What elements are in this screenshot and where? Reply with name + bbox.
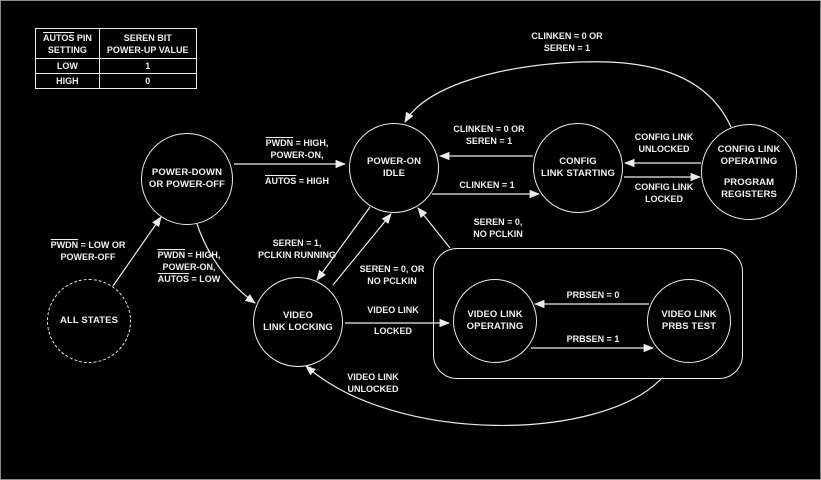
state-power-down-label-1: POWER-DOWN (151, 167, 223, 178)
state-power-on-idle: POWER-ON IDLE (349, 123, 439, 213)
arrow-power-down-to-locking (196, 223, 256, 304)
state-power-down-label-2: OR POWER-OFF (148, 179, 226, 190)
state-video-link-prbs-label-1: VIDEO LINK (661, 309, 717, 320)
state-config-link-starting-label-2: LINK STARTING (541, 168, 615, 179)
label-starting-to-cfg-operating: CONFIG LINK LOCKED (634, 182, 694, 204)
label-locking-to-operating: VIDEO LINK LOCKED (367, 305, 419, 336)
state-config-link-operating-label-3: PROGRAM (723, 176, 775, 188)
state-video-link-operating: VIDEO LINK OPERATING (453, 279, 537, 363)
label-cfg-operating-to-idle: CLINKEN = 0 OR SEREN = 1 (531, 31, 603, 53)
table-header-seren: SEREN BIT POWER-UP VALUE (98, 28, 197, 59)
table-cell-setting: LOW (35, 58, 100, 74)
autos-seren-table: AUTOS PIN SETTING SEREN BIT POWER-UP VAL… (35, 28, 197, 89)
state-video-link-locking: VIDEO LINK LOCKING (253, 277, 343, 367)
state-video-link-prbs-label-2: PRBS TEST (661, 321, 717, 332)
table-cell-value: 0 (98, 73, 197, 89)
label-power-down-to-idle-condition: PWDN = HIGH, POWER-ON, (265, 138, 329, 160)
table-row: LOW 1 (35, 58, 197, 74)
state-video-link-locking-label-2: LINK LOCKING (263, 322, 333, 333)
state-all-states: ALL STATES (47, 279, 131, 363)
state-power-on-idle-label-1: POWER-ON (366, 156, 422, 167)
state-video-link-operating-label-2: OPERATING (466, 321, 524, 332)
table-cell-value: 1 (98, 58, 197, 74)
state-config-link-operating-label-1: CONFIG LINK (717, 143, 781, 155)
label-video-group-to-locking: VIDEO LINK UNLOCKED (347, 372, 399, 394)
state-all-states-label: ALL STATES (60, 315, 118, 326)
arrow-locking-to-idle (332, 213, 392, 286)
label-idle-to-starting: CLINKEN = 1 (459, 180, 515, 190)
state-config-link-operating: CONFIG LINK OPERATING PROGRAM REGISTERS (701, 124, 797, 220)
state-power-on-idle-label-2: IDLE (382, 168, 406, 179)
table-cell-setting: HIGH (35, 73, 100, 89)
state-config-link-starting-label-1: CONFIG (559, 156, 597, 167)
label-power-down-to-locking: PWDN = HIGH, POWER-ON, AUTOS = LOW (157, 250, 221, 284)
table-header-row: AUTOS PIN SETTING SEREN BIT POWER-UP VAL… (35, 28, 197, 59)
arrow-video-group-to-locking (305, 365, 662, 427)
arrow-all-states-to-power-down (112, 216, 162, 287)
label-cfg-operating-to-starting: CONFIG LINK UNLOCKED (634, 132, 694, 154)
table-row: HIGH 0 (35, 73, 197, 89)
label-idle-to-locking: SEREN = 1, PCLKIN RUNNING (258, 238, 336, 260)
label-power-down-to-idle-autos: AUTOS = HIGH (264, 176, 330, 186)
label-video-group-to-idle: SEREN = 0, NO PCLKIN (473, 217, 523, 239)
state-config-link-operating-label-2: OPERATING (720, 155, 778, 167)
state-power-down-or-power-off: POWER-DOWN OR POWER-OFF (141, 133, 233, 225)
state-config-link-operating-label-4: REGISTERS (721, 188, 777, 200)
label-starting-to-idle: CLINKEN = 0 OR SEREN = 1 (453, 124, 525, 146)
label-prbs-to-operating: PRBSEN = 0 (566, 290, 620, 300)
arrow-video-group-to-idle (417, 207, 451, 249)
state-video-link-prbs-test: VIDEO LINK PRBS TEST (647, 279, 731, 363)
arrow-cfg-operating-to-idle (404, 61, 732, 128)
arrow-idle-to-locking (316, 206, 371, 281)
state-video-link-locking-label-1: VIDEO (282, 310, 314, 321)
table-header-autos: AUTOS PIN SETTING (35, 28, 100, 59)
label-operating-to-prbs: PRBSEN = 1 (566, 334, 620, 344)
label-locking-to-idle: SEREN = 0, OR NO PCLKIN (359, 264, 425, 286)
label-all-states-to-power-down: PWDN = LOW OR POWER-OFF (50, 240, 126, 262)
state-config-link-starting: CONFIG LINK STARTING (533, 123, 623, 213)
state-video-link-operating-label-1: VIDEO LINK (467, 309, 523, 320)
video-link-group-box (433, 248, 743, 379)
